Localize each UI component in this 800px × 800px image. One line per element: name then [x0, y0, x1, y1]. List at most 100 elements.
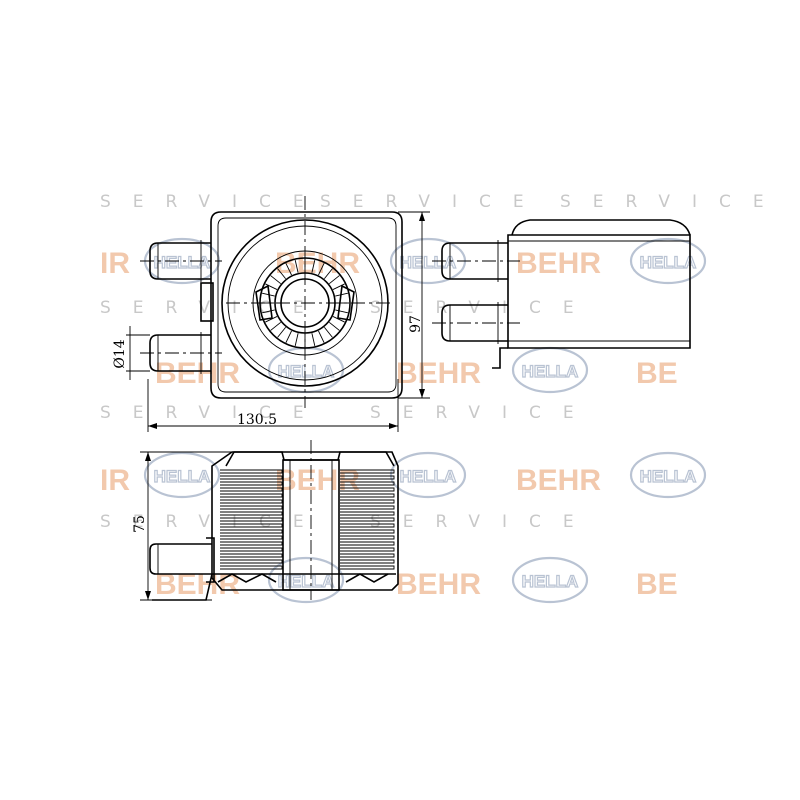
behr-watermark-cut-right-2: BE [636, 568, 678, 601]
cooler-fin [340, 517, 395, 522]
cooler-fin [220, 499, 283, 504]
cooler-fin [220, 511, 283, 516]
cooler-fin [220, 565, 283, 570]
cooler-fin [340, 487, 395, 492]
hella-logo-1-text: HELLA [154, 253, 211, 272]
cooler-fin [220, 535, 283, 540]
width-dimension-label: 130.5 [237, 412, 277, 428]
flange-rib [285, 330, 292, 343]
service-watermark-row-1: SERVICE [100, 192, 326, 212]
hella-logo-5: HELLA [511, 346, 589, 394]
hella-logo-7: HELLA [389, 451, 467, 499]
hella-logo-7-text: HELLA [400, 467, 457, 486]
cooler-fin [340, 535, 395, 540]
cooler-fin [220, 487, 283, 492]
cooler-fin [220, 553, 283, 558]
watermark-layer: SERVICE SERVICE SERVICE SERVICE SERVICE … [100, 192, 786, 604]
service-watermark-row-3b: SERVICE [370, 403, 596, 423]
cooler-fin [340, 553, 395, 558]
hella-logo-2-text: HELLA [400, 253, 457, 272]
cooler-fin [340, 541, 395, 546]
cooler-fin [220, 505, 283, 510]
hella-logo-5-text: HELLA [522, 362, 579, 381]
cooler-fin [340, 481, 395, 486]
behr-watermark-8: BEHR [396, 568, 481, 601]
flange-rib [311, 260, 316, 273]
cooler-fin [220, 517, 283, 522]
section-view-dimensions: 75 [132, 451, 232, 601]
flange-rib [262, 309, 275, 314]
flange-rib [294, 333, 299, 346]
front-view-ribs [261, 259, 349, 347]
flange-rib [270, 321, 282, 331]
flange-rib [318, 330, 325, 343]
cooler-fin [340, 547, 395, 552]
hella-logo-10-text: HELLA [522, 572, 579, 591]
cooler-fin [220, 469, 283, 474]
cooler-fin [220, 529, 283, 534]
cooler-fin [220, 493, 283, 498]
flange-rib [323, 326, 333, 338]
flange-rib [328, 275, 340, 285]
cooler-fin [220, 541, 283, 546]
cooler-fin [220, 523, 283, 528]
cooler-fin [340, 559, 395, 564]
flange-rib [277, 326, 287, 338]
cooler-fin [340, 493, 395, 498]
flange-rib [265, 283, 278, 290]
flange-rib [270, 275, 282, 285]
cooler-fin [340, 499, 395, 504]
flange-rib [311, 333, 316, 346]
flange-rib [265, 316, 278, 323]
flange-rib [332, 283, 345, 290]
service-watermark-row-3: SERVICE [100, 403, 326, 423]
flange-rib [328, 321, 340, 331]
behr-watermark-7: BEHR [155, 568, 240, 601]
hella-logo-9: HELLA [267, 556, 345, 604]
service-watermark-row-4b: SERVICE [370, 512, 596, 532]
hella-logo-8: HELLA [629, 451, 707, 499]
flange-rib [277, 268, 287, 280]
cooler-fin [340, 523, 395, 528]
hella-logo-6: HELLA [143, 451, 221, 499]
flange-rib [294, 260, 299, 273]
section-fins-right [340, 469, 395, 570]
cooler-fin [340, 565, 395, 570]
cooler-fin [340, 511, 395, 516]
cooler-fin [340, 475, 395, 480]
cooler-fin [340, 505, 395, 510]
front-view-dimensions: 97 130.5 Ø14 [112, 211, 430, 432]
hella-logo-3-text: HELLA [640, 253, 697, 272]
behr-watermark-4: BEHR [396, 357, 481, 390]
front-view [140, 196, 403, 408]
behr-watermark-3: BEHR [155, 357, 240, 390]
cooler-fin [220, 475, 283, 480]
behr-watermark-6: BEHR [516, 464, 601, 497]
cooler-fin [340, 529, 395, 534]
hella-logo-3: HELLA [629, 237, 707, 285]
hella-logo-6-text: HELLA [154, 467, 211, 486]
flange-rib [323, 268, 333, 280]
hella-logo-10: HELLA [511, 556, 589, 604]
service-watermark-row-1b: SERVICE [320, 192, 546, 212]
hella-logo-4-text: HELLA [278, 362, 335, 381]
behr-watermark-cut-left: IR [100, 247, 130, 280]
port-diameter-label: Ø14 [112, 339, 128, 368]
flange-rib [318, 263, 325, 276]
behr-watermark-5: BEHR [275, 464, 360, 497]
section-fins-left [220, 469, 283, 570]
cooler-fin [220, 559, 283, 564]
flange-rib [332, 316, 345, 323]
service-watermark-row-1c: SERVICE [560, 192, 786, 212]
flange-rib [285, 263, 292, 276]
cooler-fin [220, 481, 283, 486]
behr-watermark-cut-right-1: BE [636, 357, 678, 390]
service-watermark-row-2b: SERVICE [370, 298, 596, 318]
depth-dimension-label: 75 [132, 515, 148, 533]
side-view [432, 219, 691, 369]
height-dimension-label: 97 [408, 315, 424, 333]
behr-watermark-2: BEHR [516, 247, 601, 280]
hella-logo-9-text: HELLA [278, 572, 335, 591]
cooler-fin [220, 547, 283, 552]
